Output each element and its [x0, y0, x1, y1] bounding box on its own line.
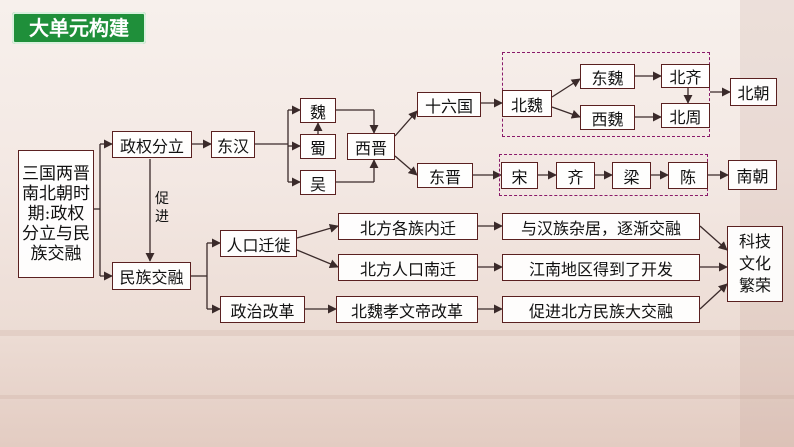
- node-minzu: 民族交融: [112, 262, 191, 290]
- node-qi: 齐: [556, 162, 595, 189]
- connector-line: [699, 283, 728, 310]
- node-song: 宋: [501, 162, 538, 189]
- connector-line: [394, 110, 418, 137]
- node-result: 科技文化繁荣: [727, 226, 783, 302]
- bg-stripe: [740, 0, 794, 447]
- node-donghan: 东汉: [211, 131, 255, 158]
- node-beizhou: 北周: [661, 103, 710, 128]
- connector-line: [551, 78, 581, 98]
- node-beifang-nanqian: 北方人口南迁: [338, 254, 478, 281]
- node-nanchao: 南朝: [728, 160, 777, 190]
- bg-stripe: [0, 395, 794, 399]
- node-beiwei: 北魏: [502, 90, 552, 117]
- node-beichao: 北朝: [730, 78, 777, 106]
- page-title: 大单元构建: [29, 16, 129, 40]
- connector-line: [699, 225, 728, 251]
- node-zaju: 与汉族杂居，逐渐交融: [502, 213, 700, 240]
- node-renkou: 人口迁徙: [220, 230, 297, 257]
- node-liang: 梁: [612, 162, 651, 189]
- connector-line: [394, 155, 418, 176]
- node-beiqi: 北齐: [661, 64, 710, 88]
- node-jiangnan: 江南地区得到了开发: [502, 254, 700, 281]
- node-dongwei: 东魏: [580, 64, 635, 89]
- node-zhengzhi: 政治改革: [220, 296, 305, 323]
- node-zhengquan: 政权分立: [112, 131, 192, 158]
- title-badge: 大单元构建: [12, 12, 146, 44]
- connector-line: [551, 106, 581, 119]
- node-dongjin: 东晋: [417, 163, 473, 188]
- topic-box: 三国两晋南北朝时期:政权分立与民族交融: [18, 150, 94, 278]
- node-shiliuguo: 十六国: [417, 92, 481, 117]
- bg-stripe: [0, 330, 794, 336]
- node-beifang-neiqian: 北方各族内迁: [338, 213, 478, 240]
- node-xijin: 西晋: [347, 133, 395, 160]
- node-wei: 魏: [300, 98, 336, 123]
- node-cujin-jiaorong: 促进北方民族大交融: [502, 296, 700, 323]
- connector-line: [296, 223, 339, 239]
- node-xiaowendi: 北魏孝文帝改革: [336, 296, 478, 323]
- node-wu: 吴: [300, 170, 336, 195]
- node-xiwei: 西魏: [580, 105, 635, 130]
- label-cujin: 促进: [155, 191, 169, 225]
- connector-line: [296, 249, 339, 269]
- node-chen: 陈: [668, 162, 708, 189]
- node-shu: 蜀: [300, 134, 336, 159]
